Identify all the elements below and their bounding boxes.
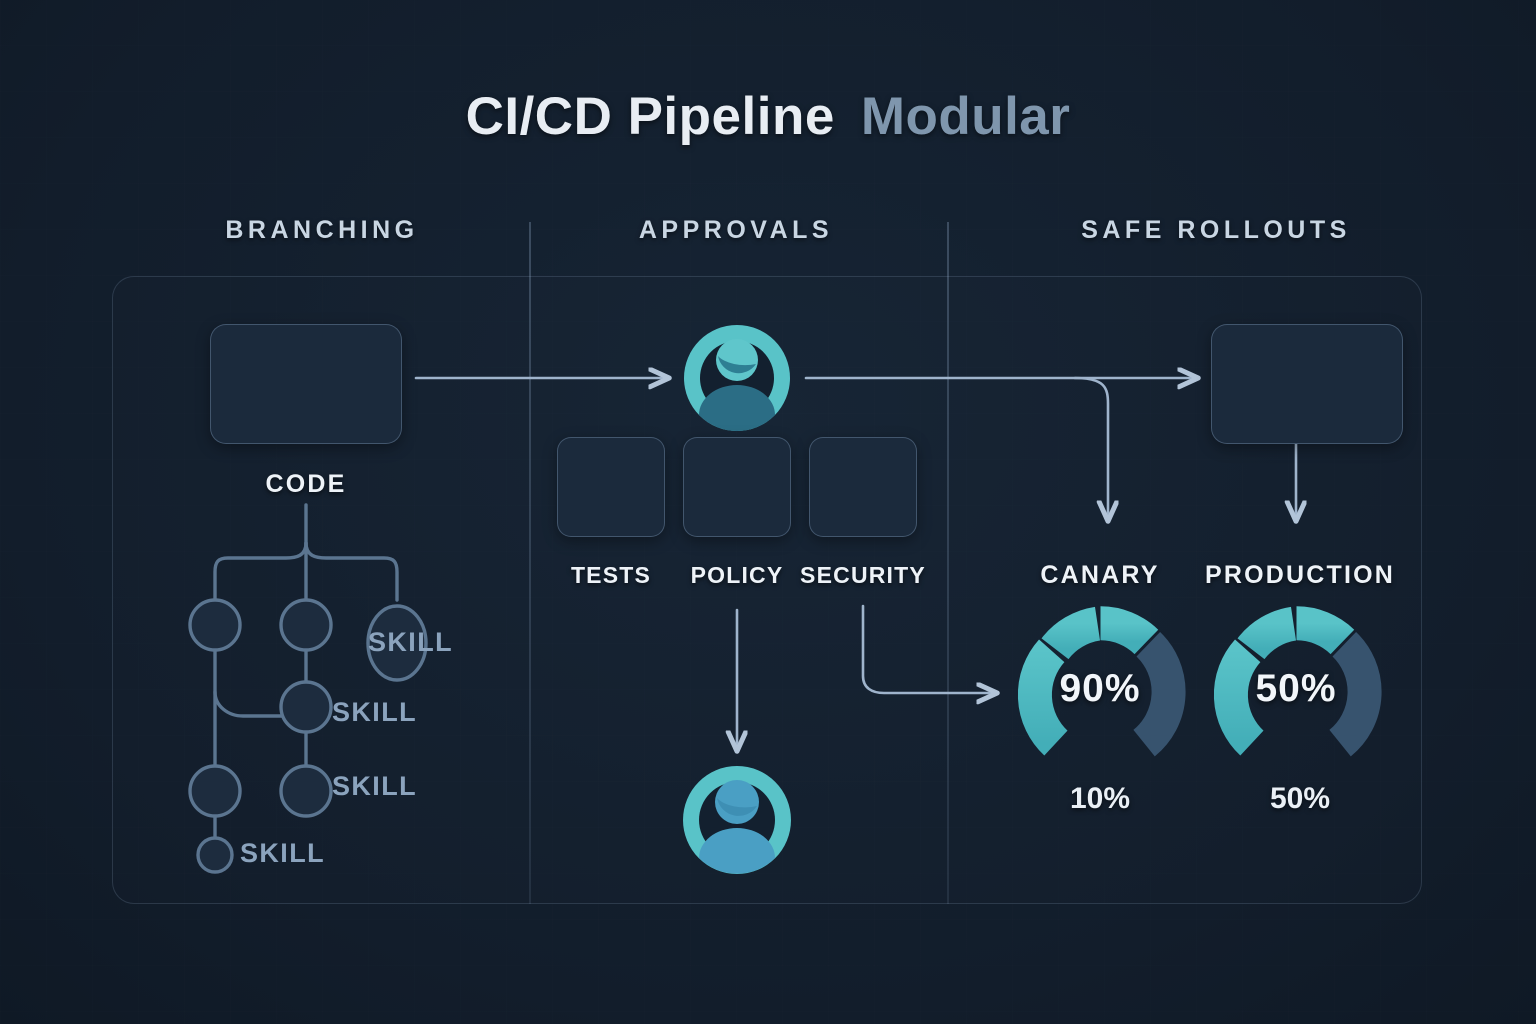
gate-card-security[interactable] bbox=[809, 437, 917, 537]
gauge-canary-sub: 10% bbox=[1069, 782, 1131, 815]
skill-label-2: SKILL bbox=[332, 697, 417, 727]
gate-card-tests[interactable] bbox=[557, 437, 665, 537]
gauge-production-sub: 50% bbox=[1269, 782, 1331, 815]
branch-tree bbox=[188, 503, 428, 874]
section-header-branching: BRANCHING bbox=[225, 216, 419, 244]
gauge-canary-arc bbox=[1017, 606, 1186, 757]
gauge-label-production: PRODUCTION bbox=[1204, 561, 1396, 589]
connector-security-to-canary bbox=[861, 604, 996, 693]
gauge-canary-value: 90% bbox=[1059, 667, 1141, 710]
section-header-approvals: APPROVALS bbox=[638, 216, 834, 244]
gauge-production: 50% bbox=[1202, 605, 1390, 773]
title-sub: Modular bbox=[860, 87, 1071, 146]
gate-label-policy: POLICY bbox=[690, 562, 784, 588]
connectors bbox=[414, 376, 1296, 750]
skill-label-4: SKILL bbox=[240, 838, 325, 868]
gauge-canary: 90% bbox=[1006, 605, 1194, 773]
divider-approvals-rollouts bbox=[947, 222, 949, 904]
page-title: CI/CD Pipeline Modular bbox=[0, 86, 1536, 147]
code-card-label: CODE bbox=[265, 470, 347, 498]
approver-avatar bbox=[683, 766, 791, 874]
code-card[interactable] bbox=[210, 324, 402, 444]
main-panel bbox=[112, 276, 1422, 904]
divider-branching-approvals bbox=[529, 222, 531, 904]
connector-reviewer-to-canary bbox=[1073, 376, 1108, 520]
skill-label-3: SKILL bbox=[332, 771, 417, 801]
gate-label-tests: TESTS bbox=[570, 562, 652, 588]
gauge-production-arc bbox=[1213, 606, 1382, 757]
reviewer-avatar bbox=[684, 325, 790, 432]
gate-label-security: SECURITY bbox=[800, 562, 926, 588]
gate-card-policy[interactable] bbox=[683, 437, 791, 537]
gauge-production-value: 50% bbox=[1255, 667, 1337, 710]
skill-label-1: SKILL bbox=[368, 627, 453, 657]
monitor-card[interactable] bbox=[1211, 324, 1403, 444]
gauge-label-canary: CANARY bbox=[1040, 561, 1160, 589]
section-header-safe-rollouts: SAFE ROLLOUTS bbox=[1081, 216, 1351, 244]
title-main: CI/CD Pipeline bbox=[465, 87, 835, 146]
